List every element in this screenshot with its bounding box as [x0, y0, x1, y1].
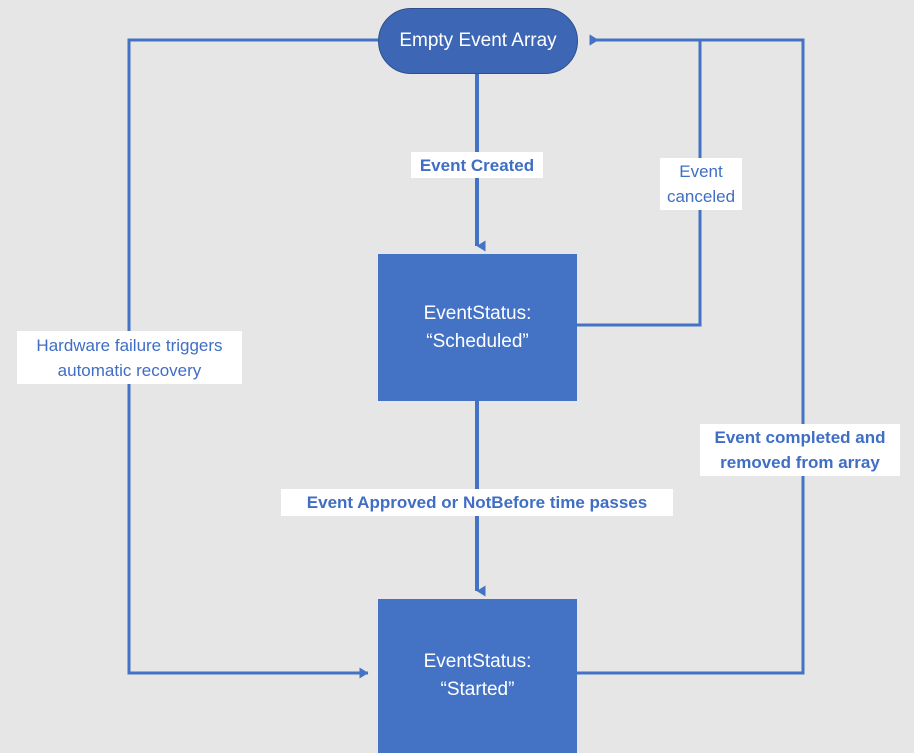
edge-label-event-completed: Event completed and removed from array	[700, 424, 900, 476]
edge-event-completed	[577, 34, 805, 675]
node-event-status-started[interactable]: EventStatus: “Started”	[378, 599, 577, 753]
node-event-status-scheduled[interactable]: EventStatus: “Scheduled”	[378, 254, 577, 401]
edge-label-event-canceled: Event canceled	[660, 158, 742, 210]
edge-label-event-created: Event Created	[411, 152, 543, 178]
node-empty-event-array-label: Empty Event Array	[399, 30, 557, 51]
node-empty-event-array[interactable]: Empty Event Array	[378, 8, 578, 74]
edge-label-event-approved: Event Approved or NotBefore time passes	[281, 489, 673, 516]
node-event-status-scheduled-label: EventStatus: “Scheduled”	[423, 302, 532, 352]
node-event-status-started-label: EventStatus: “Started”	[423, 651, 532, 700]
edge-label-hardware-failure: Hardware failure triggers automatic reco…	[17, 331, 242, 384]
